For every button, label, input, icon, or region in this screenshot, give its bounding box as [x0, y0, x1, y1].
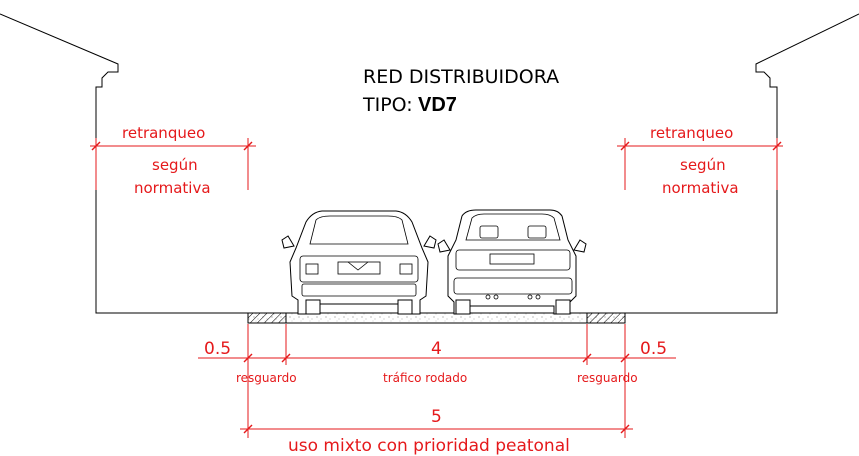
right-car [437, 209, 587, 315]
center-width-value: 4 [431, 339, 442, 359]
right-width-label: resguardo [577, 371, 638, 385]
right-building [624, 13, 859, 318]
right-setback-label: retranqueo [650, 124, 733, 142]
left-setback-dimension: retranqueo según normativa [90, 124, 256, 197]
right-setback-line3: normativa [662, 179, 739, 197]
title-tipo-value: VD7 [418, 94, 457, 116]
left-width-value: 0.5 [204, 339, 231, 359]
left-setback-line2: según [152, 156, 198, 174]
total-width-label: uso mixto con prioridad peatonal [288, 436, 570, 456]
right-width-value: 0.5 [640, 339, 667, 359]
left-curb-hatch [247, 312, 287, 324]
left-width-label: resguardo [236, 371, 297, 385]
right-setback-line2: según [680, 156, 726, 174]
left-setback-label: retranqueo [122, 124, 205, 142]
left-setback-line3: normativa [134, 179, 211, 197]
left-car [281, 210, 437, 315]
title-line1: RED DISTRIBUIDORA [363, 66, 559, 88]
total-width-value: 5 [431, 407, 442, 427]
center-width-label: tráfico rodado [383, 371, 467, 385]
left-building [0, 13, 249, 318]
right-setback-dimension: retranqueo según normativa [617, 124, 783, 197]
width-dimension-chain: 0.5 resguardo 4 tráfico rodado 0.5 resgu… [198, 324, 676, 456]
right-curb-hatch [586, 312, 626, 324]
title-tipo-label: TIPO: [362, 94, 413, 116]
road-surface [247, 312, 626, 324]
